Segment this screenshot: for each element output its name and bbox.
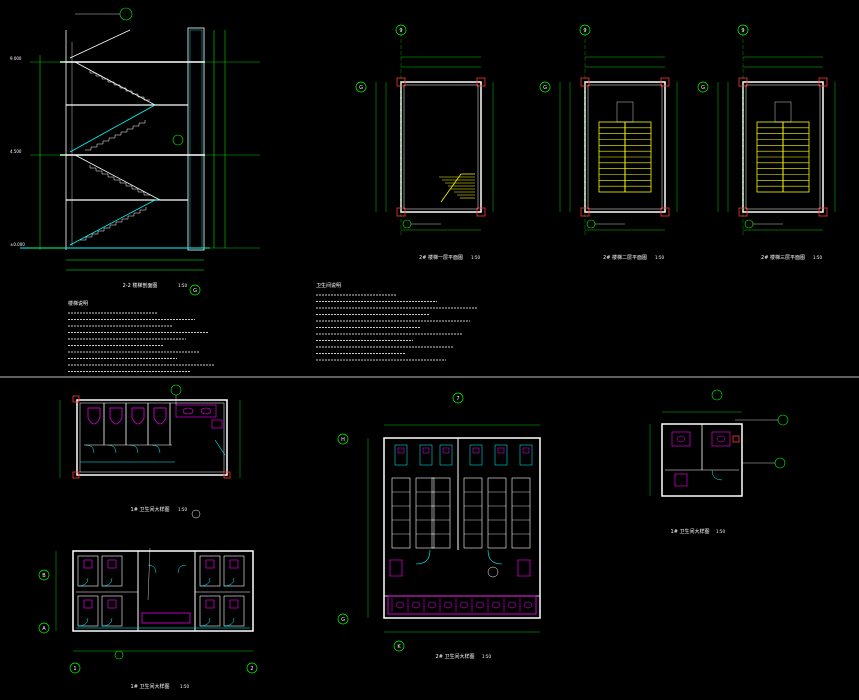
axis-label-G2: G [341,617,345,623]
stair-plans: 9G 2# 楼梯一层平面图 1:50 9G 2# 楼梯二层平面图 1:50 9G 2# 楼梯三… [355,24,836,261]
axis-label-K: K [397,644,401,650]
axis-label-H: H [341,437,345,443]
axis-label-2: 2 [250,666,253,672]
title-stair-plan-3: 2# 楼梯三层平面图 [761,254,805,261]
level-label-3: 9.000 [10,56,22,61]
axis-bubble-K [393,640,405,652]
scale-toilet-2: 1:50 [180,684,189,689]
axis-bubble-7 [452,392,464,404]
toilet-plan-a: 1# 卫生间大样图 1:50 [59,384,241,519]
axis-label-B: B [42,573,46,579]
scale-toilet-1: 1:50 [178,507,187,512]
axis-label-7: 7 [456,396,459,402]
scale-stair-plan-2: 1:50 [655,255,664,260]
title-stair-section: 2-2 楼梯剖面图 [123,282,158,289]
stair-plan-1: 9G 2# 楼梯一层平面图 1:50 [355,24,494,261]
axis-label-plan-9: 9 [741,28,744,34]
title-stair-plan-2: 2# 楼梯二层平面图 [603,254,647,261]
title-toilet-4: 1# 卫生间大样图 [671,528,710,535]
scale-toilet-4: 1:50 [716,529,725,534]
scale-stair-section: 1:50 [178,283,187,288]
title-toilet-3: 2# 卫生间大样图 [436,653,475,660]
title-toilet-2: 1# 卫生间大样图 [131,683,170,690]
axis-label-plan-9: 9 [583,28,586,34]
scale-stair-plan-3: 1:50 [813,255,822,260]
stair-plan-2: 9G 2# 楼梯二层平面图 1:50 [539,24,678,261]
title-toilet-1: 1# 卫生间大样图 [131,506,170,513]
stair-plan-3: 9G 2# 楼梯三层平面图 1:50 [697,24,836,261]
axis-bubble-1 [69,662,81,674]
axis-bubble-section-G [189,284,201,296]
level-label-1: ±0.000 [10,242,25,247]
axis-bubble-H [337,433,349,445]
notes-left: 楼梯说明 [68,300,214,372]
axis-bubble-G2 [337,613,349,625]
axis-bubble-A [38,622,50,634]
scale-stair-plan-1: 1:50 [471,255,480,260]
toilet-plan-c: 7 H G K 2# 卫生间大样图 1:50 [337,392,541,660]
axis-label-plan-G: G [359,85,363,91]
toilet-plan-d: 1# 卫生间大样图 1:50 [649,389,789,535]
notes-title-left: 楼梯说明 [68,300,88,307]
axis-label-plan-G: G [543,85,547,91]
axis-label-plan-G: G [701,85,705,91]
stair-section: G 9.000 4.500 ±0.000 2-2 楼梯剖面图 1:50 [10,7,260,296]
axis-bubble-2 [246,662,258,674]
axis-label-section-G: G [193,288,197,294]
title-stair-plan-1: 2# 楼梯一层平面图 [419,254,463,261]
axis-bubble-B [38,569,50,581]
axis-label-1: 1 [73,666,76,672]
level-label-2: 4.500 [10,149,22,154]
axis-label-A: A [42,626,46,632]
scale-toilet-3: 1:50 [482,654,491,659]
notes-title-right: 卫生间说明 [316,282,341,289]
axis-label-plan-9: 9 [399,28,402,34]
notes-right: 卫生间说明 [316,282,478,361]
toilet-plan-b: 1 2 A B 1# 卫生间大样图 1:50 [38,547,258,690]
